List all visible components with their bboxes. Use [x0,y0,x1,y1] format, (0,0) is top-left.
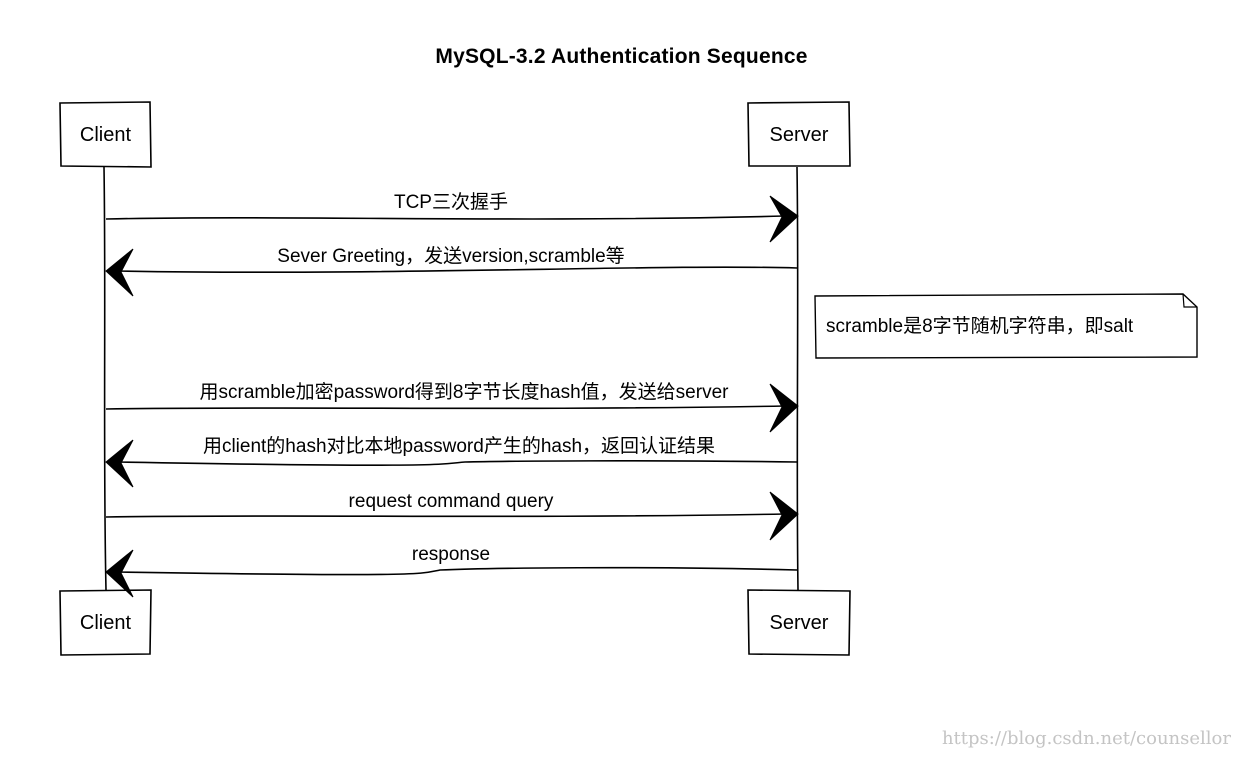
server-label-bottom: Server [769,612,829,634]
message-1-line [105,215,786,220]
watermark-url: https://blog.csdn.net/counsellor [941,728,1231,749]
server-label-top: Server [769,124,829,146]
message-2-arrowhead [105,248,134,297]
message-1-arrowhead [769,195,799,243]
message-4-arrowhead [105,439,134,488]
message-2-line [117,266,798,274]
note-text: scramble是8字节随机字符串，即salt [826,316,1134,337]
message-6-line [117,566,798,576]
message-3-arrowhead [769,383,799,433]
note-box [814,293,1198,359]
client-box-bottom [59,589,152,656]
client-box-top [59,101,152,168]
message-5-arrowhead [769,491,799,541]
diagram-title: MySQL-3.2 Authentication Sequence [435,45,808,68]
message-2-label: Sever Greeting，发送version,scramble等 [277,246,625,267]
message-6-arrowhead [105,549,134,598]
server-box-top [747,101,851,167]
client-label-top: Client [79,124,132,146]
client-label-bottom: Client [79,612,132,634]
message-1-label: TCP三次握手 [393,192,508,213]
client-lifeline [103,166,107,591]
message-6-label: response [411,544,491,565]
message-3-line [105,405,786,410]
message-5-line [105,513,786,518]
server-lifeline [796,166,799,591]
note-fold [1182,293,1197,308]
message-4-label: 用client的hash对比本地password产生的hash，返回认证结果 [202,436,716,457]
server-box-bottom [747,589,851,656]
message-3-label: 用scramble加密password得到8字节长度hash值，发送给serve… [199,382,729,403]
message-5-label: request command query [348,491,554,512]
message-4-line [117,460,798,466]
